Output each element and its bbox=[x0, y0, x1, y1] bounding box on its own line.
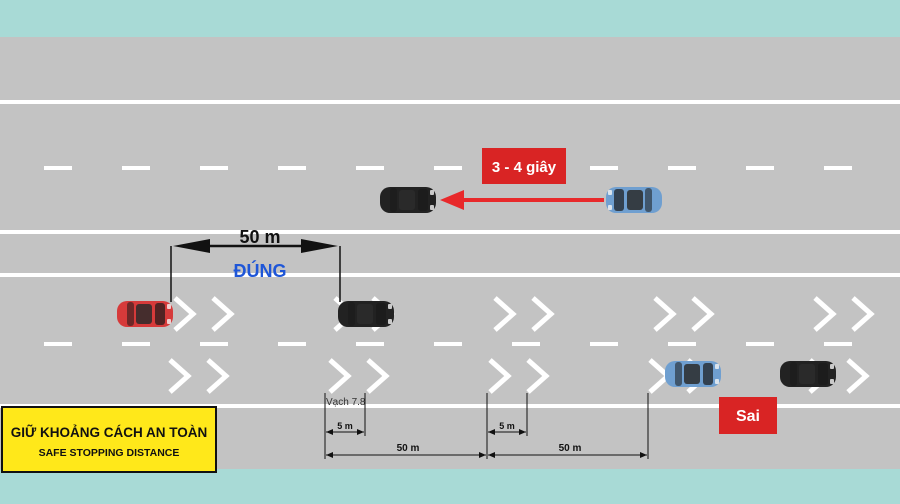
red-car bbox=[117, 301, 173, 327]
correct-label: ĐÚNG bbox=[234, 260, 287, 281]
lane-line-solid bbox=[0, 230, 900, 234]
marking-label: Vạch 7.8 bbox=[326, 397, 366, 408]
wrong-label: Sai bbox=[736, 408, 760, 425]
distance-marker-main bbox=[170, 239, 341, 302]
sign-subtitle: SAFE STOPPING DISTANCE bbox=[39, 447, 180, 459]
time-gap-arrow bbox=[440, 190, 604, 210]
black-car bbox=[780, 361, 836, 387]
distance-main-label: 50 m bbox=[239, 227, 280, 247]
measure-arrowheads bbox=[326, 429, 647, 458]
blue-car bbox=[606, 187, 662, 213]
time-gap-text: 3 - 4 giây bbox=[492, 159, 557, 176]
sign-title: GIỮ KHOẢNG CÁCH AN TOÀN bbox=[11, 425, 207, 440]
blue-car bbox=[665, 361, 721, 387]
black-car bbox=[338, 301, 394, 327]
time-gap-label: 3 - 4 giây bbox=[482, 148, 566, 184]
small-gap-label-2: 5 m bbox=[499, 421, 515, 431]
gap-label-1: 50 m bbox=[397, 443, 420, 454]
wrong-label-box: Sai bbox=[719, 397, 777, 434]
small-gap-label-1: 5 m bbox=[337, 421, 353, 431]
lane-line-solid bbox=[0, 404, 900, 408]
black-car bbox=[380, 187, 436, 213]
lane-line-solid bbox=[0, 100, 900, 104]
safe-distance-sign: GIỮ KHOẢNG CÁCH AN TOÀN SAFE STOPPING DI… bbox=[1, 406, 217, 473]
gap-label-2: 50 m bbox=[559, 443, 582, 454]
lane-line-solid bbox=[0, 273, 900, 277]
